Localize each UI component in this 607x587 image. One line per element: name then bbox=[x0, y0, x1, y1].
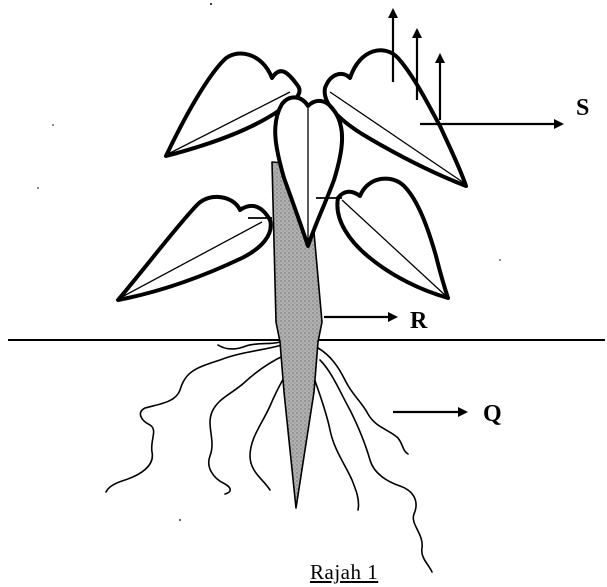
root-right-inner bbox=[312, 372, 359, 510]
label-r: R bbox=[410, 309, 427, 333]
root-right-long bbox=[320, 360, 432, 572]
label-q: Q bbox=[483, 402, 502, 426]
figure-caption: Rajah 1 bbox=[310, 562, 378, 583]
roots bbox=[106, 342, 432, 572]
label-s: S bbox=[576, 96, 589, 120]
root-left-mid bbox=[209, 355, 285, 494]
leaf-lower-right bbox=[337, 179, 448, 298]
leaf-lower-left bbox=[118, 197, 271, 300]
root-left-outer bbox=[106, 345, 282, 492]
leaf-upper-right bbox=[325, 50, 466, 186]
